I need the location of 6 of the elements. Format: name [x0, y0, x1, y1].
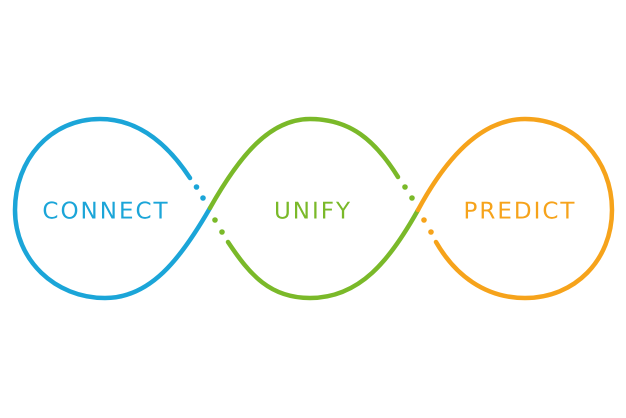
- loop-outline: [12, 116, 214, 302]
- loop-outline: [207, 116, 422, 302]
- loop-label: CONNECT: [42, 200, 170, 224]
- loop-outline: [415, 116, 616, 302]
- loop-label: UNIFY: [274, 200, 352, 224]
- loop-label: PREDICT: [464, 200, 576, 224]
